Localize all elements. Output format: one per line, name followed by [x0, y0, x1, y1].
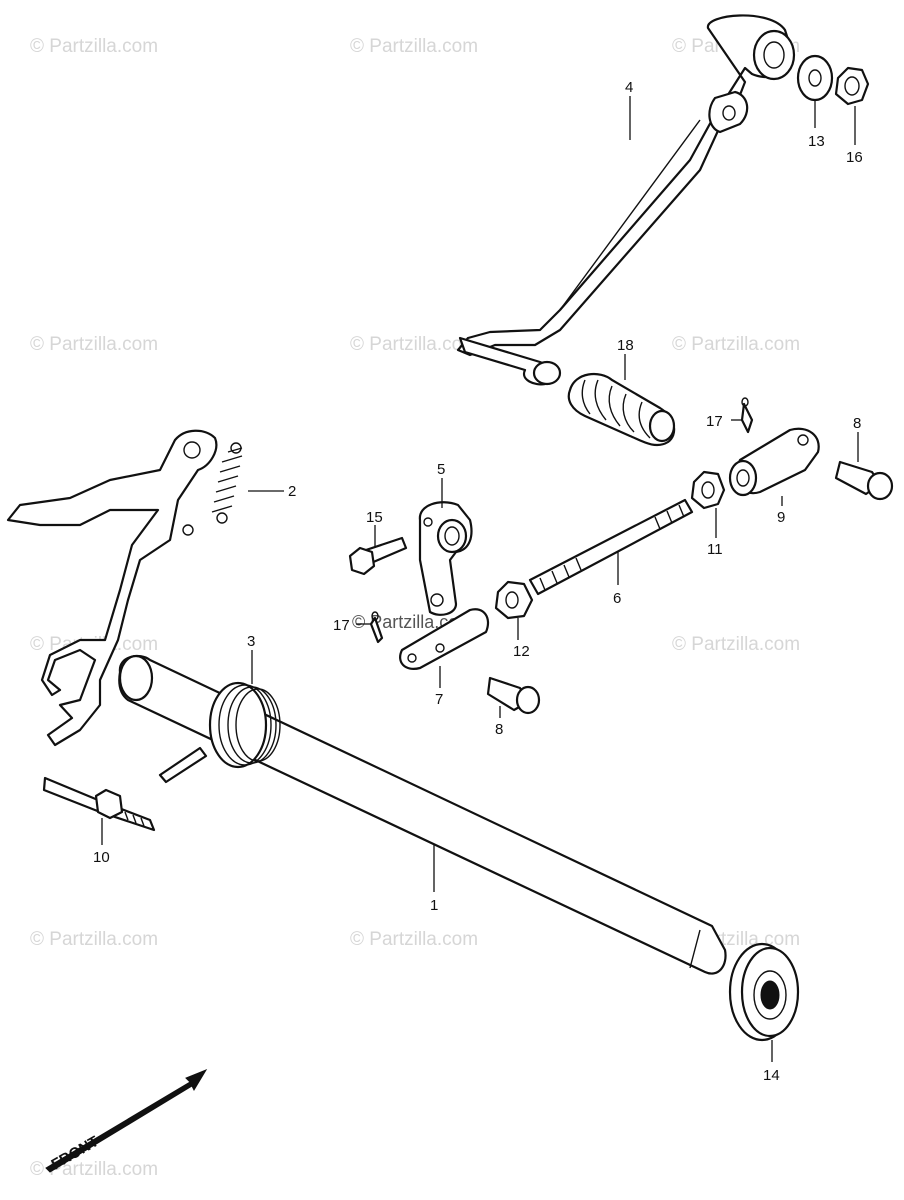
- shift-shaft-1[interactable]: [118, 654, 727, 975]
- watermark: © Partzilla.com: [350, 36, 478, 57]
- leader-lines: [101, 96, 859, 1062]
- callout-16: 16: [846, 149, 863, 166]
- threaded-rod-6[interactable]: [528, 498, 694, 596]
- oil-seal-14[interactable]: [728, 942, 800, 1042]
- callout-9: 9: [777, 509, 785, 526]
- callout-12: 12: [513, 643, 530, 660]
- shift-arm[interactable]: [6, 429, 218, 747]
- pedal-rubber-18[interactable]: [567, 372, 676, 447]
- watermark: © Partzilla.com: [672, 634, 800, 655]
- watermark: © Partzilla.com: [30, 929, 158, 950]
- callout-2: 2: [288, 483, 296, 500]
- watermark: © Partzilla.com: [350, 334, 478, 355]
- callout-17: 17: [706, 413, 723, 430]
- watermark: © Partzilla.com: [672, 334, 800, 355]
- callout-7: 7: [435, 691, 443, 708]
- callout-8: 8: [495, 721, 503, 738]
- watermark-layer: © Partzilla.com © Partzilla.com © Partzi…: [30, 36, 800, 1180]
- callout-15: 15: [366, 509, 383, 526]
- callout-5: 5: [437, 461, 445, 478]
- callout-numbers: 4 13 16 18 17 8 2 5 9 15 11 6 17 12 3 7 …: [93, 79, 863, 1084]
- bolt-15[interactable]: [348, 536, 408, 576]
- watermark: © Partzilla.com: [30, 334, 158, 355]
- cotter-pin-17a[interactable]: [740, 397, 754, 434]
- callout-10: 10: [93, 849, 110, 866]
- callout-3: 3: [247, 633, 255, 650]
- callout-1: 1: [430, 897, 438, 914]
- callout-4: 4: [625, 79, 633, 96]
- callout-6: 6: [613, 590, 621, 607]
- callout-18: 18: [617, 337, 634, 354]
- nut-12[interactable]: [494, 580, 534, 620]
- callout-11: 11: [707, 541, 723, 558]
- callout-17: 17: [333, 617, 350, 634]
- stud-bolt-10[interactable]: [42, 776, 156, 832]
- callout-14: 14: [763, 1067, 780, 1084]
- rod-joint-7[interactable]: [399, 608, 490, 670]
- watermark: © Partzilla.com: [30, 36, 158, 57]
- cotter-pin-17b[interactable]: [369, 611, 384, 644]
- callout-8: 8: [853, 415, 861, 432]
- lever-5[interactable]: [418, 501, 473, 616]
- return-spring-3[interactable]: [158, 681, 281, 784]
- watermark: © Partzilla.com: [350, 929, 478, 950]
- clevis-pin-8b[interactable]: [486, 676, 541, 715]
- front-direction-indicator: FRONT: [45, 1068, 208, 1173]
- nut-11[interactable]: [690, 470, 726, 510]
- change-pedal-arm[interactable]: [456, 14, 796, 386]
- clevis-pin-8a[interactable]: [834, 460, 894, 501]
- nut-16[interactable]: [834, 66, 870, 106]
- spring-2[interactable]: [211, 442, 243, 524]
- rod-joint-9[interactable]: [728, 427, 820, 497]
- washer-13[interactable]: [796, 54, 834, 102]
- callout-13: 13: [808, 133, 825, 150]
